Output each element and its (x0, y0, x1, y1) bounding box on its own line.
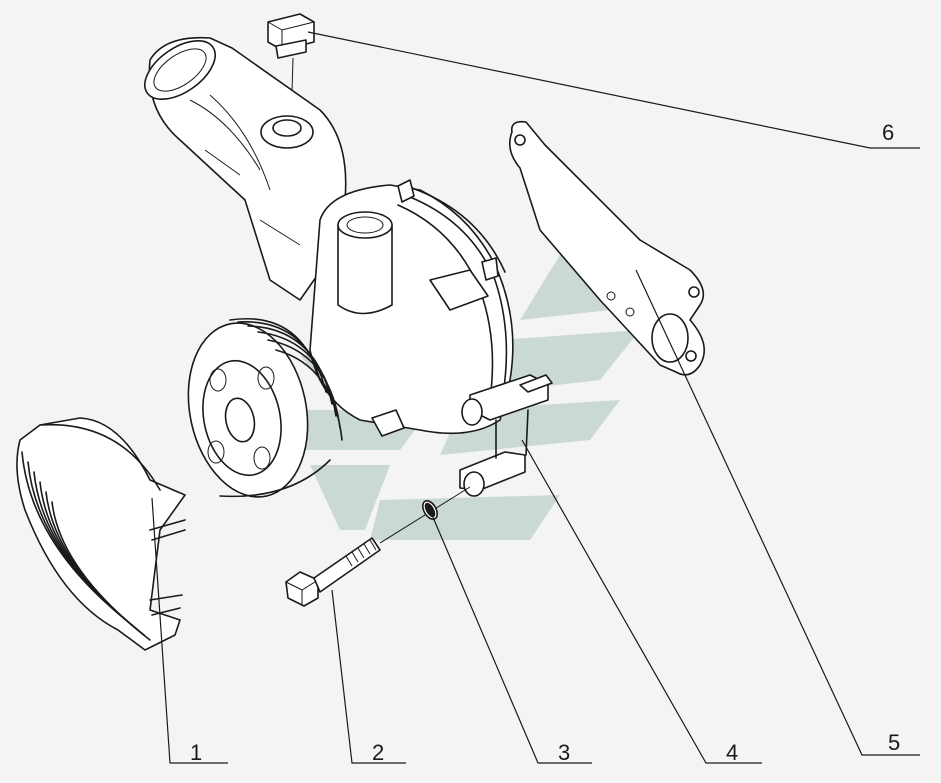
plug-bolt (267, 13, 315, 126)
callout-2: 2 (372, 740, 384, 765)
leader-4 (521, 439, 762, 764)
leader-lines (151, 31, 920, 764)
leader-3 (431, 514, 592, 764)
leader-2 (331, 589, 406, 764)
callout-3: 3 (558, 740, 570, 765)
water-pump-assembly (144, 36, 553, 498)
poly-v-belt (16, 417, 186, 651)
o-ring (421, 500, 439, 520)
callout-6: 6 (882, 120, 894, 145)
callout-1: 1 (190, 740, 202, 765)
callout-labels: 1 2 3 4 5 6 (190, 120, 900, 765)
callout-4: 4 (726, 740, 738, 765)
leader-5 (635, 269, 920, 756)
leader-6 (307, 31, 920, 149)
callout-5: 5 (888, 730, 900, 755)
mounting-bolt (285, 486, 471, 607)
leader-1 (151, 497, 228, 764)
